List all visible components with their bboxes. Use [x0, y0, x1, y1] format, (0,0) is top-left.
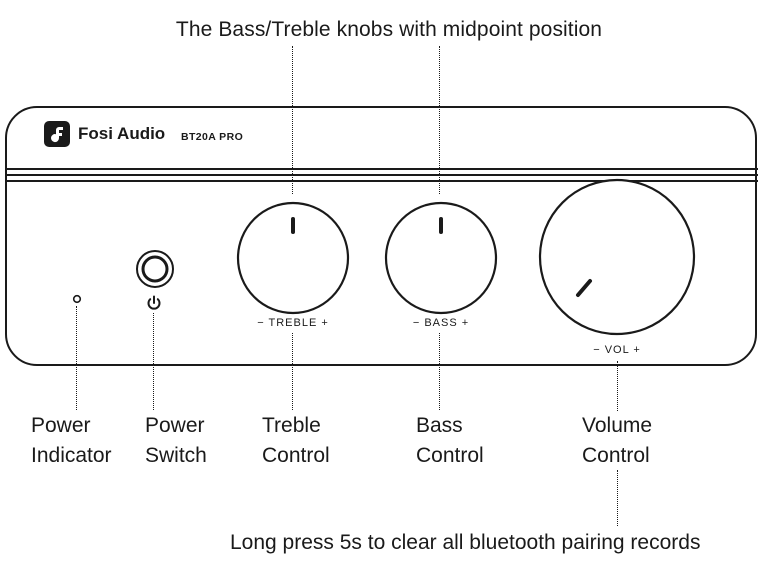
- treble-control-label: Treble Control: [262, 414, 330, 467]
- power-switch-button[interactable]: [133, 247, 177, 291]
- note-f-logo-icon: [44, 121, 70, 147]
- bass-knob[interactable]: [382, 199, 500, 317]
- brand-name: Fosi Audio: [78, 124, 166, 143]
- footer-note: Long press 5s to clear all bluetooth pai…: [230, 531, 701, 554]
- amplifier-front-panel: [5, 106, 757, 366]
- leader-line-heading-bass: [439, 46, 440, 194]
- treble-knob[interactable]: [234, 199, 352, 317]
- power-switch-label: Power Switch: [145, 414, 207, 467]
- model-name: BT20A PRO: [181, 131, 244, 143]
- panel-divider-line: [5, 174, 758, 176]
- power-indicator-led: [72, 294, 82, 304]
- leader-line-volume-footer: [617, 470, 618, 526]
- power-symbol-icon: [147, 295, 161, 310]
- panel-divider-line: [5, 180, 758, 182]
- panel-divider-line: [5, 168, 758, 170]
- bass-knob-label: − BASS +: [412, 317, 470, 329]
- diagram-heading: The Bass/Treble knobs with midpoint posi…: [175, 18, 603, 41]
- leader-line-treble-control: [292, 333, 293, 410]
- volume-control-label: Volume Control: [582, 414, 653, 467]
- leader-line-heading-treble: [292, 46, 293, 194]
- treble-knob-label: − TREBLE +: [257, 317, 329, 329]
- power-indicator-label: Power Indicator: [31, 414, 112, 467]
- leader-line-volume-control: [617, 361, 618, 411]
- bass-control-label: Bass Control: [416, 414, 484, 467]
- leader-line-bass-control: [439, 333, 440, 410]
- volume-knob-label: − VOL +: [593, 344, 641, 356]
- volume-knob[interactable]: [535, 175, 699, 339]
- leader-line-power-indicator: [76, 306, 77, 410]
- leader-line-power-switch: [153, 313, 154, 410]
